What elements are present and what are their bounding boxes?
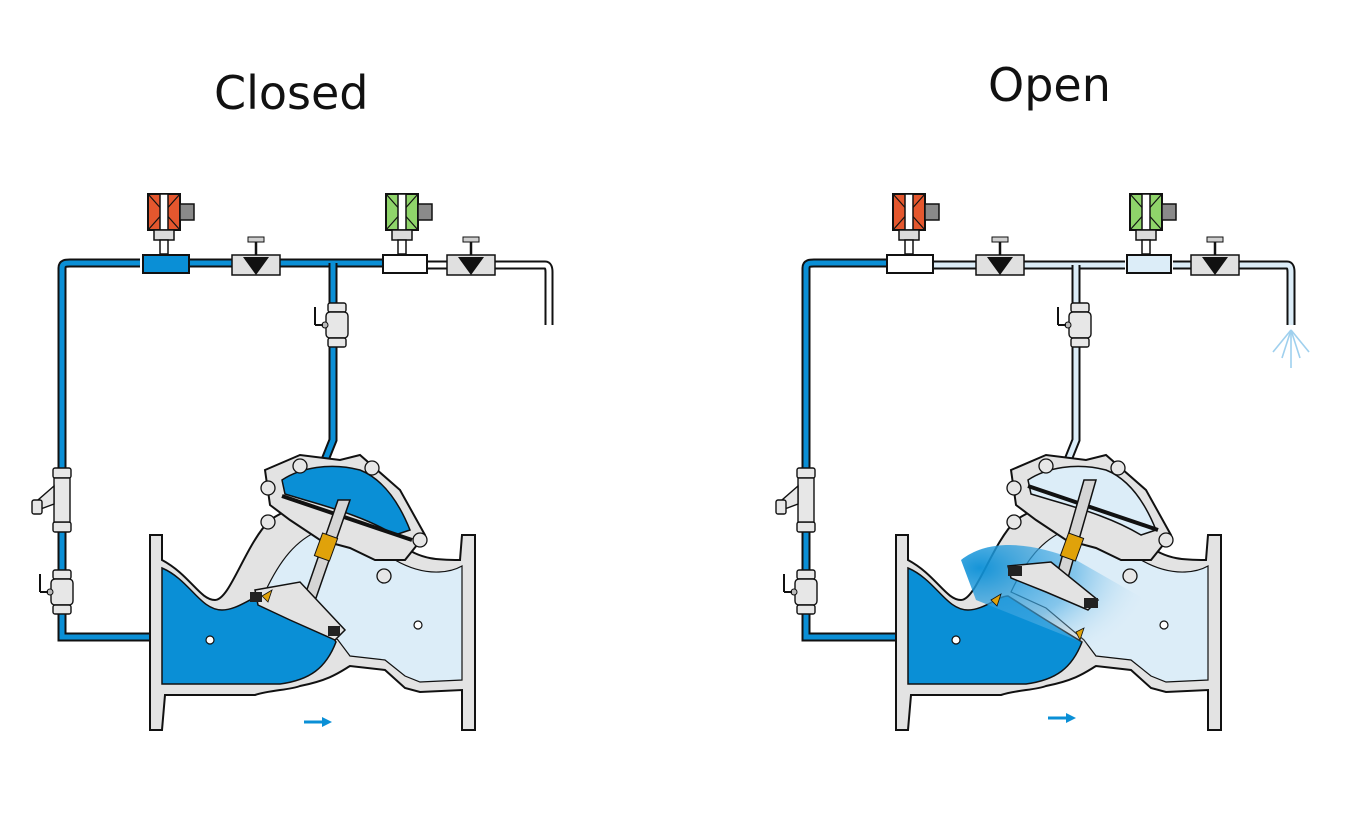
title-closed: Closed xyxy=(214,66,369,120)
ball-valve-icon xyxy=(314,302,349,348)
open-diagram xyxy=(775,193,1310,731)
needle-valve-icon xyxy=(230,235,282,277)
needle-valve-icon xyxy=(445,235,497,277)
flow-arrow-icon xyxy=(302,715,334,729)
spray-icon xyxy=(1272,329,1310,368)
y-strainer-icon xyxy=(775,467,816,533)
open-pilot-pipes xyxy=(801,254,1296,642)
solenoid-valve-icon xyxy=(892,193,940,255)
ball-valve-icon xyxy=(39,569,74,615)
needle-valve-icon xyxy=(1189,235,1241,277)
y-strainer-icon xyxy=(31,467,72,533)
needle-valve-icon xyxy=(974,235,1026,277)
closed-main-valve xyxy=(149,453,476,731)
title-open: Open xyxy=(988,58,1111,112)
solenoid-valve-icon xyxy=(1129,193,1177,255)
open-main-valve xyxy=(895,453,1222,731)
closed-diagram xyxy=(31,193,554,731)
solenoid-valve-icon xyxy=(385,193,433,255)
flow-arrow-icon xyxy=(1046,711,1078,725)
solenoid-valve-icon xyxy=(147,193,195,255)
ball-valve-icon xyxy=(1057,302,1092,348)
ball-valve-icon xyxy=(783,569,818,615)
